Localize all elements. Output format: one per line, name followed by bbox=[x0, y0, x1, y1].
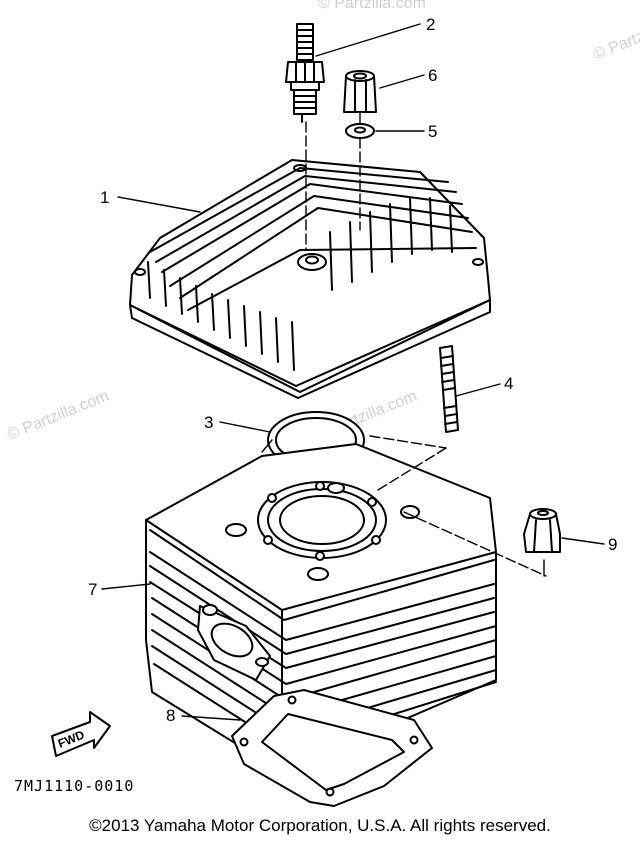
callout-1: 1 bbox=[100, 188, 109, 207]
callout-7: 7 bbox=[88, 580, 97, 599]
forward-arrow-icon bbox=[51, 711, 111, 757]
callout-2: 2 bbox=[426, 15, 435, 34]
leader-lines bbox=[101, 23, 605, 721]
nut-illustration bbox=[343, 70, 377, 113]
callout-6: 6 bbox=[428, 66, 437, 85]
stud-bolt-illustration bbox=[439, 345, 459, 433]
callout-labels: 2 6 5 1 3 4 9 7 8 bbox=[88, 15, 617, 725]
cap-nut-illustration bbox=[523, 508, 561, 553]
diagram-part-code: 7MJ1110-0010 bbox=[14, 777, 134, 795]
watermark-top: © Partzilla.com bbox=[318, 0, 426, 12]
base-gasket-illustration bbox=[231, 689, 433, 807]
copyright-notice: ©2013 Yamaha Motor Corporation, U.S.A. A… bbox=[89, 816, 551, 835]
cylinder-head-illustration bbox=[129, 159, 491, 399]
spark-plug-illustration bbox=[285, 23, 325, 123]
callout-3: 3 bbox=[204, 413, 213, 432]
callout-9: 9 bbox=[608, 535, 617, 554]
watermark-right: © Partzilla.com bbox=[591, 8, 640, 64]
callout-8: 8 bbox=[166, 706, 175, 725]
callout-5: 5 bbox=[428, 122, 437, 141]
washer-illustration bbox=[345, 123, 375, 139]
watermark-left: © Partzilla.com bbox=[5, 388, 111, 444]
callout-4: 4 bbox=[504, 374, 513, 393]
